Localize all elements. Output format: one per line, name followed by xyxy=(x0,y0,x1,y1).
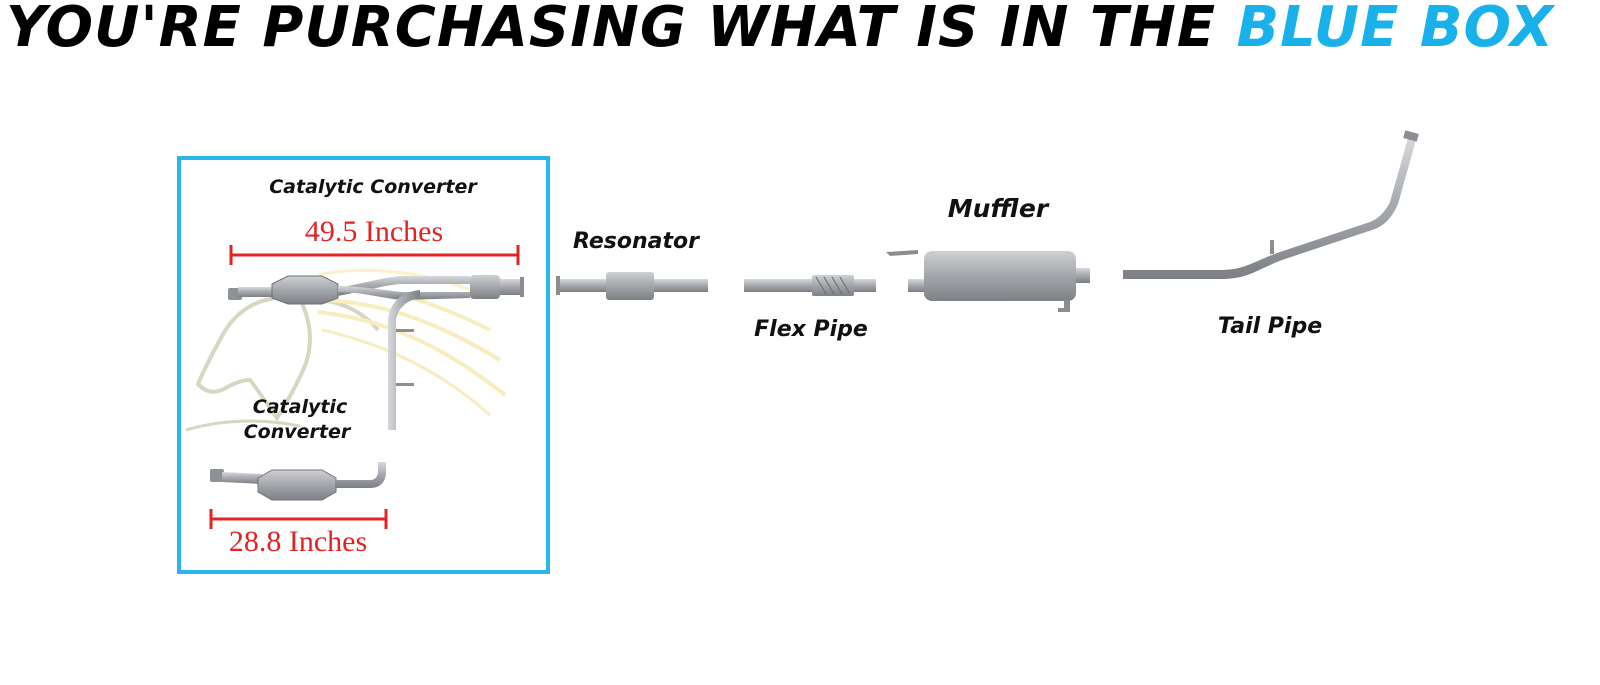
dimension-line-top xyxy=(229,245,520,265)
dimension-line-bottom xyxy=(209,509,388,529)
label-flex-pipe: Flex Pipe xyxy=(754,317,868,342)
headline-highlight: BLUE BOX xyxy=(1236,0,1555,60)
label-catalytic-converter-bottom-line1: Catalytic xyxy=(253,396,348,418)
label-catalytic-converter-top: Catalytic Converter xyxy=(269,176,478,198)
flex-pipe-part xyxy=(744,275,876,296)
catalytic-converter-top-part xyxy=(228,275,524,430)
resonator-part xyxy=(556,272,708,300)
label-muffler: Muffler xyxy=(948,194,1050,223)
headline: YOU'RE PURCHASING WHAT IS IN THE BLUE BO… xyxy=(6,0,1594,60)
muffler-part xyxy=(886,250,1090,312)
tail-pipe-part xyxy=(1123,130,1419,279)
label-catalytic-converter-bottom-line2: Converter xyxy=(244,421,352,443)
label-tail-pipe: Tail Pipe xyxy=(1218,314,1322,339)
headline-text: YOU'RE PURCHASING WHAT IS IN THE xyxy=(6,0,1237,60)
dimension-bottom-text: 28.8 Inches xyxy=(229,525,367,558)
catalytic-converter-bottom-part xyxy=(210,462,386,501)
blue-box xyxy=(177,156,550,574)
dimension-top-text: 49.5 Inches xyxy=(305,215,443,248)
label-resonator: Resonator xyxy=(573,229,700,254)
